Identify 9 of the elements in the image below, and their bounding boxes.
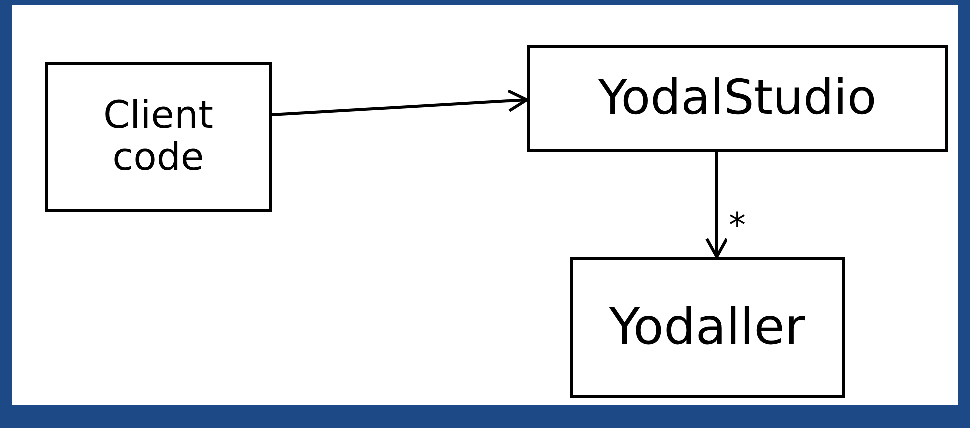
class-name: Yodaller — [610, 300, 806, 355]
class-name: YodalStudio — [598, 72, 877, 125]
edge-label: * — [727, 209, 748, 243]
class-box — [45, 62, 272, 212]
arrow — [706, 152, 728, 258]
class-name: Client code — [102, 95, 214, 179]
class-box — [527, 45, 948, 152]
class-box — [570, 257, 845, 398]
arrow — [272, 90, 528, 116]
